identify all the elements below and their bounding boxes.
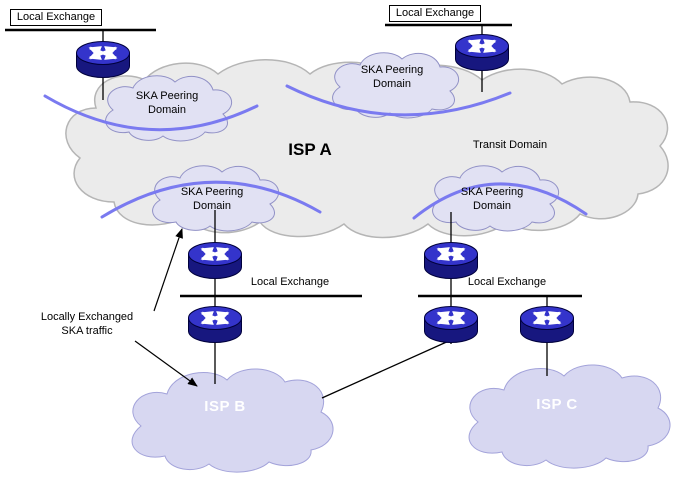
annotation-line-1: Locally Exchanged [40, 311, 134, 323]
ska-peering-label-3: SKA Peering Domain [180, 186, 244, 212]
annotation-arrow-to-ispb [134, 340, 198, 387]
router-icon-6 [425, 307, 478, 343]
isp-c-label: ISP C [536, 396, 578, 413]
peering-arc-3 [100, 180, 322, 219]
annotation-arrow-to-ska3 [153, 228, 183, 312]
link-exchange4-ispb [321, 339, 452, 399]
peering-arc-1 [43, 94, 259, 132]
local-exchange-label-4: Local Exchange [467, 276, 547, 288]
annotation-line-2: SKA traffic [61, 324, 113, 337]
isp-b-label: ISP B [204, 398, 246, 415]
router-icon-7 [521, 307, 574, 343]
local-exchange-label-1: Local Exchange [10, 9, 102, 26]
local-exchange-label-2: Local Exchange [389, 5, 481, 22]
transit-domain-label: Transit Domain [472, 139, 548, 151]
isp-c-cloud [468, 364, 671, 469]
ska-peering-label-1: SKA Peering Domain [135, 90, 199, 116]
ska-peering-label-2: SKA Peering Domain [360, 64, 424, 90]
locally-exchanged-annotation: Locally Exchanged SKA traffic [23, 311, 151, 339]
isp-a-label: ISP A [288, 140, 332, 159]
router-icon-3 [189, 243, 242, 279]
router-icon-1 [77, 42, 130, 78]
peering-arc-2 [285, 84, 512, 117]
router-icon-4 [189, 307, 242, 343]
local-exchange-label-3: Local Exchange [250, 276, 330, 288]
ska-peering-label-4: SKA Peering Domain [460, 186, 524, 212]
router-icon-5 [425, 243, 478, 279]
peering-arc-4 [412, 182, 588, 220]
router-icon-2 [456, 35, 509, 71]
isp-b-cloud [131, 368, 334, 473]
